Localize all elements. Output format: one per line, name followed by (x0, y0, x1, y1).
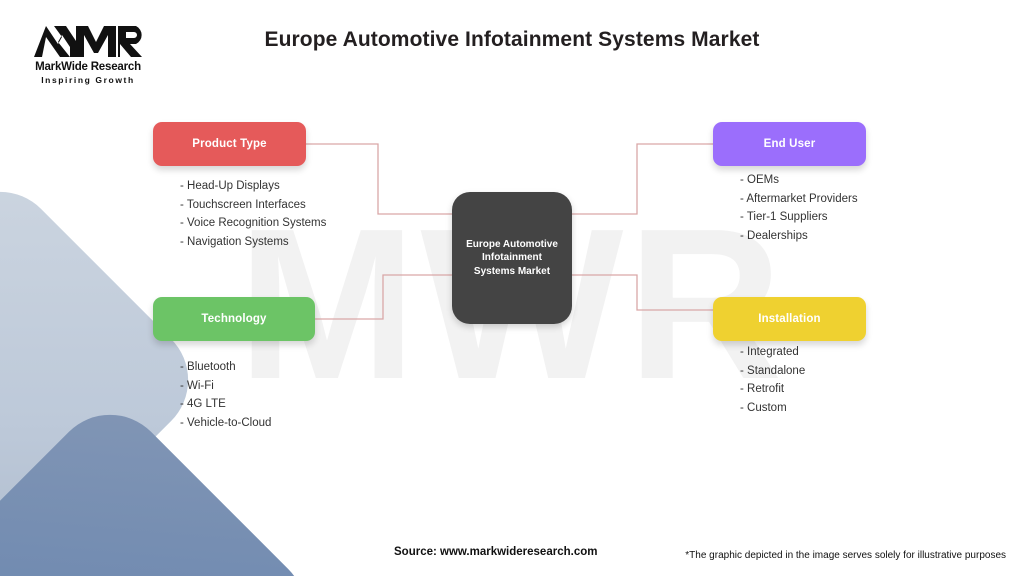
list-item: - Tier-1 Suppliers (740, 211, 828, 223)
list-item: - Standalone (740, 364, 806, 377)
list-item: - Dealerships (740, 229, 808, 242)
connector-technology (315, 274, 452, 320)
list-item: - 4G LTE (180, 398, 226, 410)
brand-logo: MarkWide Research Inspiring Growth (18, 22, 158, 85)
list-item: - Head-Up Displays (180, 180, 280, 192)
list-item: - Custom (740, 401, 787, 414)
list-item: - Vehicle-to-Cloud (180, 416, 272, 429)
branch-label-installation: Installation (758, 313, 821, 325)
branch-pill-installation[interactable]: Installation (713, 297, 866, 341)
list-item: - Touchscreen Interfaces (180, 198, 306, 211)
branch-pill-technology[interactable]: Technology (153, 297, 315, 341)
branch-label-product-type: Product Type (192, 138, 267, 150)
source-credit: Source: www.markwideresearch.com (394, 546, 598, 558)
list-item: - Navigation Systems (180, 235, 289, 248)
connector-end-user (572, 143, 713, 215)
connector-product-type (306, 143, 452, 215)
list-item: - Wi-Fi (180, 379, 214, 392)
list-item: - Aftermarket Providers (740, 192, 858, 205)
list-item: - Integrated (740, 346, 799, 358)
branch-label-technology: Technology (201, 313, 267, 325)
center-node-label: Europe Automotive Infotainment Systems M… (466, 238, 558, 277)
branch-items-end-user: - OEMs - Aftermarket Providers - Tier-1 … (740, 171, 858, 245)
logo-company-name: MarkWide Research (35, 61, 141, 73)
list-item: - Voice Recognition Systems (180, 217, 327, 229)
list-item: - OEMs (740, 174, 779, 186)
branch-items-technology: - Bluetooth - Wi-Fi - 4G LTE - Vehicle-t… (180, 358, 271, 432)
connector-installation (572, 274, 713, 311)
page-title: Europe Automotive Infotainment Systems M… (264, 28, 760, 51)
mwr-monogram-icon (34, 26, 142, 57)
branch-pill-product-type[interactable]: Product Type (153, 122, 306, 166)
branch-label-end-user: End User (763, 138, 816, 150)
center-node: Europe Automotive Infotainment Systems M… (452, 192, 572, 324)
branch-pill-end-user[interactable]: End User (713, 122, 866, 166)
logo-tagline: Inspiring Growth (41, 75, 135, 85)
list-item: - Bluetooth (180, 361, 236, 373)
branch-items-product-type: - Head-Up Displays - Touchscreen Interfa… (180, 177, 326, 251)
list-item: - Retrofit (740, 383, 785, 395)
branch-items-installation: - Integrated - Standalone - Retrofit - C… (740, 343, 805, 417)
disclaimer-note: *The graphic depicted in the image serve… (685, 550, 1006, 561)
